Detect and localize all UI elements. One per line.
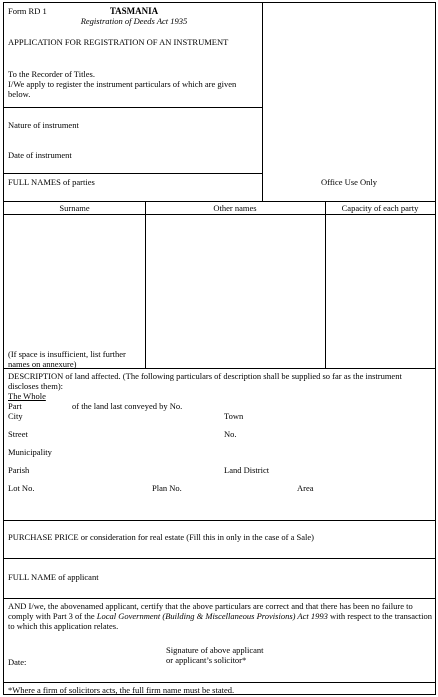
col-other-names-header: Other names xyxy=(213,203,257,213)
table-header-border xyxy=(4,214,435,215)
part-label: Part xyxy=(8,401,22,411)
divider-applicant xyxy=(4,558,435,559)
city-label: City xyxy=(8,411,23,421)
purchase-price-label: PURCHASE PRICE or consideration for real… xyxy=(8,532,314,542)
area-label: Area xyxy=(297,483,314,493)
land-district-label: Land District xyxy=(224,465,270,475)
footnote: *Where a firm of solicitors acts, the fu… xyxy=(8,685,235,695)
date-label: Date: xyxy=(8,657,27,667)
col-divider-1 xyxy=(145,201,146,368)
addressee: To the Recorder of Titles. xyxy=(8,69,95,79)
application-form: Form RD 1 TASMANIA Registration of Deeds… xyxy=(3,2,436,695)
land-description: DESCRIPTION of land affected. (The follo… xyxy=(8,371,402,391)
parish-label: Parish xyxy=(8,465,30,475)
street-label: Street xyxy=(8,429,28,439)
form-id: Form RD 1 xyxy=(8,6,47,16)
divider-purchase xyxy=(4,520,435,521)
table-top-border xyxy=(4,201,435,202)
local-government-act: Local Government (Building & Miscellaneo… xyxy=(96,611,328,621)
office-use-label: Office Use Only xyxy=(321,177,378,187)
signature-line2: or applicant’s solicitor* xyxy=(166,655,247,665)
applicant-label: FULL NAME of applicant xyxy=(8,572,99,582)
form-title: APPLICATION FOR REGISTRATION OF AN INSTR… xyxy=(8,37,229,47)
parties-label: FULL NAMES of parties xyxy=(8,177,95,187)
municipality-label: Municipality xyxy=(8,447,52,457)
lot-no-label: Lot No. xyxy=(8,483,35,493)
divider-parties xyxy=(4,173,262,174)
divider-footnote xyxy=(4,682,435,683)
town-label: Town xyxy=(224,411,244,421)
the-whole: The Whole xyxy=(8,391,46,401)
divider-instrument xyxy=(4,107,262,108)
col-surname-header: Surname xyxy=(59,203,90,213)
date-instrument-label: Date of instrument xyxy=(8,150,72,160)
divider-certification xyxy=(4,598,435,599)
last-conveyed-label: of the land last conveyed by No. xyxy=(72,401,183,411)
number-label: No. xyxy=(224,429,237,439)
state-heading: TASMANIA xyxy=(109,6,159,16)
divider-land xyxy=(4,368,435,369)
plan-no-label: Plan No. xyxy=(152,483,182,493)
office-column-divider xyxy=(262,3,263,201)
overflow-note: (If space is insufficient, list further … xyxy=(8,349,126,369)
col-divider-2 xyxy=(325,201,326,368)
col-capacity-header: Capacity of each party xyxy=(341,203,419,213)
signature-line1: Signature of above applicant xyxy=(166,645,264,655)
certification-text: AND I/we, the abovenamed applicant, cert… xyxy=(8,601,432,631)
act-name: Registration of Deeds Act 1935 xyxy=(80,16,188,26)
nature-label: Nature of instrument xyxy=(8,120,79,130)
intro-text: I/We apply to register the instrument pa… xyxy=(8,79,237,99)
